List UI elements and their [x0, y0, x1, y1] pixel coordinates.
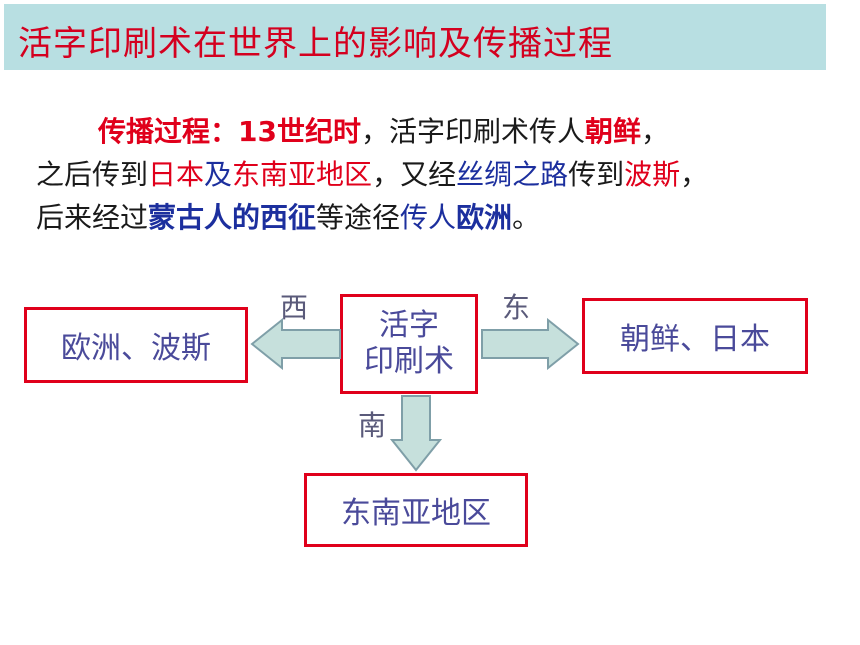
country-korea: 朝鲜	[585, 115, 642, 148]
line2-text-b: 及	[204, 158, 233, 191]
title-bar: 活字印刷术在世界上的影响及传播过程	[4, 4, 826, 70]
line3-text-b: 等途径	[316, 201, 401, 234]
south-target-box: 东南亚地区	[304, 473, 528, 547]
line1-end: ，	[641, 115, 670, 148]
east-target-box: 朝鲜、日本	[582, 298, 808, 374]
period-text: 13世纪时	[238, 115, 361, 148]
east-target-label: 朝鲜、日本	[620, 322, 770, 357]
west-target-label: 欧洲、波斯	[61, 331, 211, 366]
direction-east-label: 东	[502, 291, 531, 324]
country-persia: 波斯	[624, 158, 681, 191]
mongol-expedition: 蒙古人的西征	[148, 201, 317, 234]
line3-text-a: 后来经过	[36, 201, 149, 234]
region-europe: 欧洲	[456, 201, 513, 234]
direction-west-label: 西	[280, 291, 309, 324]
south-arrow-icon	[390, 395, 442, 472]
page-title: 活字印刷术在世界上的影响及传播过程	[18, 24, 613, 64]
line2-text-a: 之后传到	[36, 158, 149, 191]
south-target-label: 东南亚地区	[341, 496, 491, 531]
paragraph-line-3: 后来经过蒙古人的西征等途径传人欧洲。	[36, 196, 540, 236]
label-transmission: 传播过程：	[98, 115, 239, 148]
paragraph-line-1: 传播过程：13世纪时，活字印刷术传人朝鲜，	[98, 110, 669, 150]
country-japan: 日本	[148, 158, 205, 191]
line1-text: ，活字印刷术传人	[360, 115, 585, 148]
silk-road: 丝绸之路	[456, 158, 569, 191]
line2-text-d: 传到	[568, 158, 625, 191]
direction-south-label: 南	[358, 409, 387, 442]
region-southeast-asia: 东南亚地区	[232, 158, 373, 191]
east-arrow-icon	[481, 318, 580, 370]
line3-end: 。	[512, 201, 541, 234]
west-target-box: 欧洲、波斯	[24, 307, 248, 383]
line3-spread: 传人	[400, 201, 457, 234]
line2-end: ，	[680, 158, 709, 191]
line2-text-c: ，又经	[372, 158, 457, 191]
center-label-line2: 印刷术	[364, 344, 454, 379]
west-arrow-icon	[250, 318, 341, 370]
paragraph-line-2: 之后传到日本及东南亚地区，又经丝绸之路传到波斯，	[36, 153, 708, 193]
center-box: 活字 印刷术	[340, 294, 478, 394]
center-label-line1: 活字	[379, 308, 439, 343]
